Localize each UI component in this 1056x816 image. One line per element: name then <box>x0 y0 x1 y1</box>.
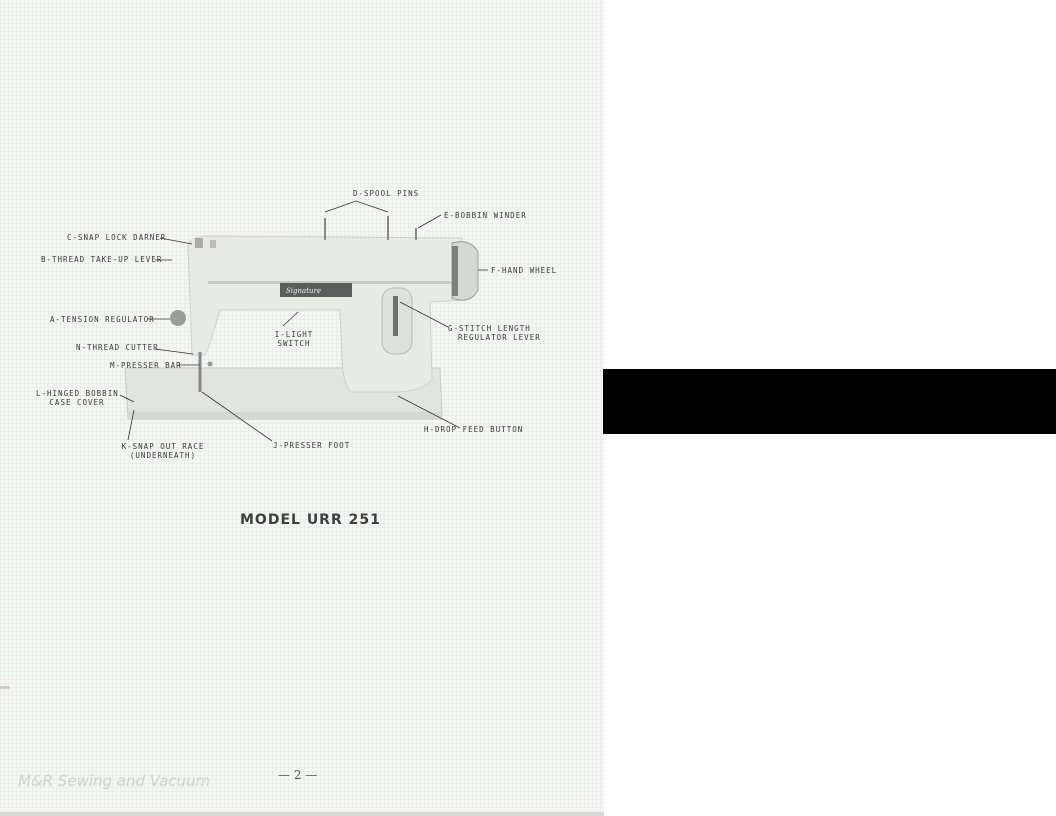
label-drop-feed-button: H-DROP FEED BUTTON <box>424 425 524 434</box>
model-title: MODEL URR 251 <box>240 512 381 528</box>
watermark: M&R Sewing and Vacuum <box>18 772 211 790</box>
svg-text:Signature: Signature <box>286 287 321 295</box>
page-number: — 2 — <box>278 768 318 782</box>
page-edge <box>0 812 604 816</box>
label-thread-cutter: N-THREAD CUTTER <box>76 343 159 352</box>
label-stitch-length-regulator-lever: G-STITCH LENGTH REGULATOR LEVER <box>448 324 541 342</box>
label-snap-lock-darner: C-SNAP LOCK DARNER <box>67 233 167 242</box>
label-snap-out-race: K-SNAP OUT RACE (UNDERNEATH) <box>121 442 205 460</box>
manual-page: Signature <box>0 0 604 812</box>
label-hinged-bobbin-case-cover: L-HINGED BOBBIN CASE COVER <box>36 389 119 407</box>
black-redaction-bar <box>603 369 1056 434</box>
label-bobbin-winder: E-BOBBIN WINDER <box>444 211 527 220</box>
page-smudge <box>0 686 10 689</box>
label-tension-regulator: A-TENSION REGULATOR <box>50 315 155 324</box>
label-light-switch: I-LIGHT SWITCH <box>274 330 314 348</box>
label-hand-wheel: F-HAND WHEEL <box>491 266 558 275</box>
label-presser-bar: M-PRESSER BAR <box>110 361 182 370</box>
label-presser-foot: J-PRESSER FOOT <box>273 441 351 450</box>
label-thread-take-up-lever: B-THREAD TAKE-UP LEVER <box>41 255 163 264</box>
label-spool-pins: D-SPOOL PINS <box>353 189 420 198</box>
sewing-machine-illustration: Signature <box>119 200 488 442</box>
